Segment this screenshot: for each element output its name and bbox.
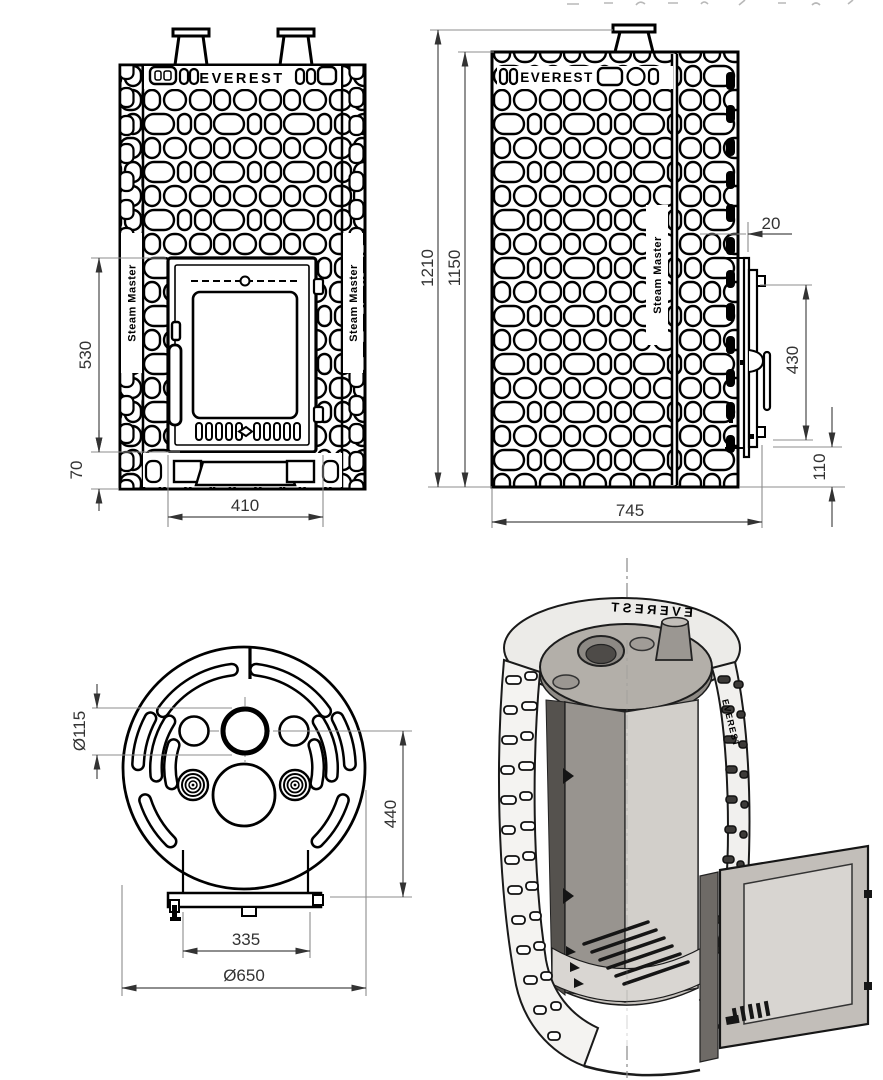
dim-side-door-height: 430 bbox=[783, 346, 802, 374]
flange-text-backing bbox=[343, 233, 363, 373]
iso-hinge-pin-top bbox=[864, 890, 872, 898]
top-fitting-left bbox=[176, 768, 210, 802]
door-latch bbox=[170, 320, 182, 342]
side-view: EVEREST Steam Master bbox=[418, 23, 845, 528]
side-seam bbox=[671, 54, 678, 485]
iso-logo-mirrored: EVEREST bbox=[607, 599, 693, 620]
front-chimney-stubs bbox=[171, 27, 316, 67]
iso-hinge-pin-bottom bbox=[864, 982, 872, 990]
plate-openings bbox=[552, 635, 655, 690]
dim-front-base-height: 70 bbox=[67, 461, 86, 480]
side-logo: EVEREST bbox=[520, 70, 594, 85]
dim-side-door-offset: 20 bbox=[762, 214, 781, 233]
door-hinge-bottom bbox=[312, 405, 325, 424]
top-fitting-right bbox=[278, 768, 312, 802]
iso-door-glass bbox=[743, 863, 853, 1025]
shell-bottom-edge bbox=[583, 1064, 701, 1077]
air-slider-knob bbox=[239, 275, 251, 287]
top-door-housing bbox=[166, 850, 324, 921]
top-stone-opening bbox=[211, 762, 277, 828]
dim-top-axis-to-front: 440 bbox=[381, 800, 400, 828]
dim-top-chimney-diameter: Ø115 bbox=[70, 711, 89, 751]
front-logo: EVEREST bbox=[199, 71, 284, 87]
front-base bbox=[143, 453, 342, 487]
front-view: Steam Master Steam Master EVEREST bbox=[67, 27, 367, 527]
iso-door-latch bbox=[725, 1014, 740, 1025]
dim-side-body-height: 1150 bbox=[445, 250, 464, 287]
iso-chimney-cone bbox=[654, 616, 693, 661]
flange-text-backing bbox=[121, 233, 142, 373]
dim-top-mount-width: 335 bbox=[232, 930, 260, 949]
side-door-handle bbox=[762, 350, 772, 412]
cutaway-view: EVEREST bbox=[498, 558, 872, 1078]
dim-front-door-width: 410 bbox=[231, 496, 259, 515]
side-door-profile bbox=[725, 256, 772, 459]
front-tagline-left: Steam Master bbox=[127, 264, 139, 342]
dim-top-outer-diameter: Ø650 bbox=[223, 966, 265, 985]
front-logo-band: EVEREST bbox=[144, 65, 341, 89]
front-door bbox=[166, 256, 325, 454]
dim-side-overall-height: 1210 bbox=[418, 249, 437, 287]
top-view: Ø115 440 335 Ø650 bbox=[70, 645, 412, 996]
side-dimensions: 1210 1150 20 430 110 745 bbox=[418, 29, 845, 528]
flange-text-backing bbox=[646, 205, 668, 345]
dim-front-door-height: 530 bbox=[76, 341, 95, 369]
shell-arc-slots bbox=[131, 662, 357, 849]
dim-side-bottom-offset: 110 bbox=[810, 453, 829, 480]
front-tagline-right: Steam Master bbox=[348, 264, 360, 342]
iso-door bbox=[699, 844, 872, 1063]
cropped-text-remnant bbox=[567, 0, 854, 6]
door-glass bbox=[191, 290, 299, 420]
side-body bbox=[490, 50, 740, 489]
front-dimensions: 530 70 410 bbox=[67, 257, 324, 527]
dim-side-depth: 745 bbox=[616, 501, 644, 520]
side-chimney-stub bbox=[611, 23, 657, 54]
door-vents bbox=[195, 422, 301, 441]
inner-firebox bbox=[545, 698, 713, 1006]
side-edge-perforations bbox=[726, 72, 735, 453]
side-door-latch bbox=[748, 349, 765, 373]
shell-band-left bbox=[498, 658, 600, 1068]
top-dimensions: Ø115 440 335 Ø650 bbox=[70, 684, 412, 996]
side-tagline: Steam Master bbox=[652, 236, 664, 314]
top-port-left bbox=[178, 715, 210, 747]
door-handle bbox=[167, 343, 183, 427]
ash-pan bbox=[194, 460, 297, 487]
top-chimney-opening bbox=[220, 706, 270, 756]
grate-bars bbox=[582, 920, 690, 986]
door-hinge-top bbox=[312, 277, 325, 296]
side-logo-band: EVEREST bbox=[497, 66, 673, 89]
